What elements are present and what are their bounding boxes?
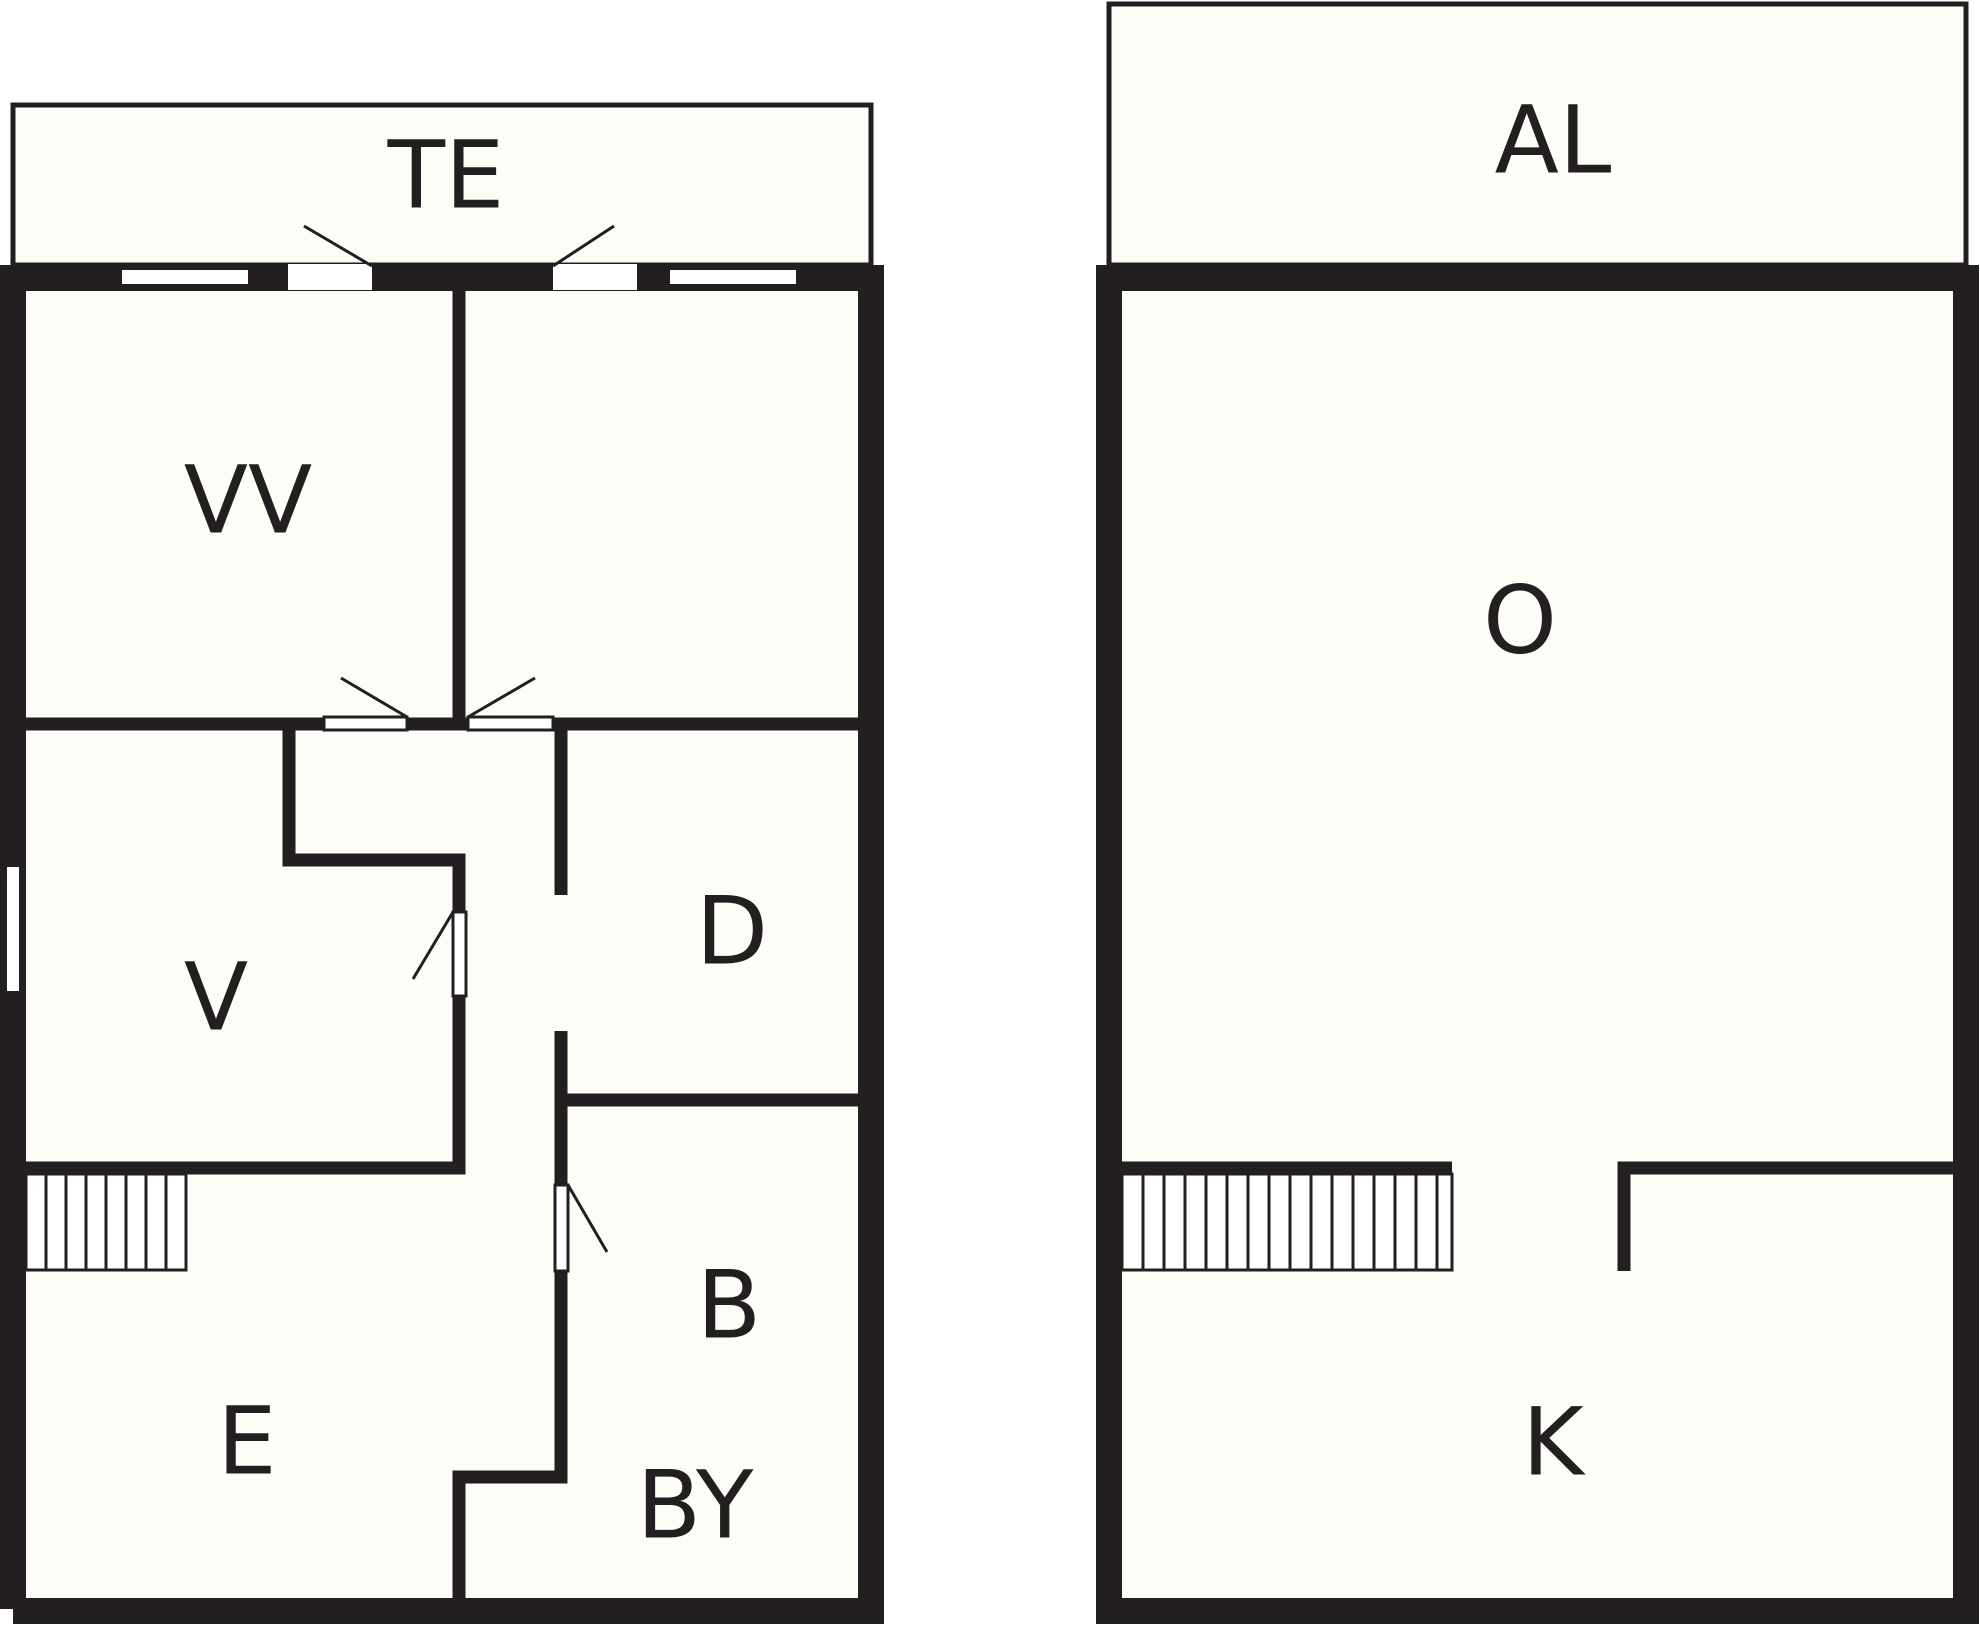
right-outer-wall [1096, 265, 1979, 1624]
door-frame-mid-right [466, 715, 555, 732]
label-room-e: E [217, 1388, 276, 1497]
door-swing-top-right [552, 224, 615, 268]
label-room-k: K [1522, 1389, 1586, 1498]
door-swing-mid-right [467, 676, 536, 719]
label-room-b: B [697, 1252, 762, 1361]
door-swing-room-v [411, 911, 455, 980]
wall-room-v-lower [13, 996, 466, 1175]
door-frame-room-v [451, 910, 468, 998]
door-gap-top-left [288, 264, 372, 290]
door-frame-mid-left [322, 715, 409, 732]
wall-partition-right [1617, 1161, 1966, 1271]
staircase-left [24, 1172, 188, 1272]
left-unit: TE VV V D B BY E [0, 102, 884, 1624]
door-swing-mid-left [340, 676, 408, 719]
left-unit-floor [13, 278, 871, 1611]
label-terrace: TE [387, 122, 505, 231]
right-unit-floor [1109, 278, 1966, 1611]
label-room-d: D [696, 878, 768, 987]
label-room-vv: VV [184, 447, 313, 556]
window-top-left [118, 266, 252, 288]
door-swing-room-b [566, 1184, 609, 1253]
label-room-o: O [1483, 567, 1557, 676]
window-left [3, 863, 23, 995]
wall-room-b-lower [452, 1271, 568, 1611]
terrace-area [10, 102, 874, 268]
window-top-right [666, 266, 800, 288]
door-gap-top-right [553, 264, 637, 290]
door-swing-top-left [303, 224, 373, 268]
label-room-v: V [184, 944, 248, 1053]
label-room-by: BY [637, 1452, 754, 1561]
label-balcony: AL [1495, 87, 1612, 196]
door-frame-room-b [553, 1183, 570, 1273]
staircase-right [1120, 1172, 1454, 1272]
right-unit: AL O K [1096, 1, 1979, 1624]
wall-room-v [282, 724, 466, 912]
